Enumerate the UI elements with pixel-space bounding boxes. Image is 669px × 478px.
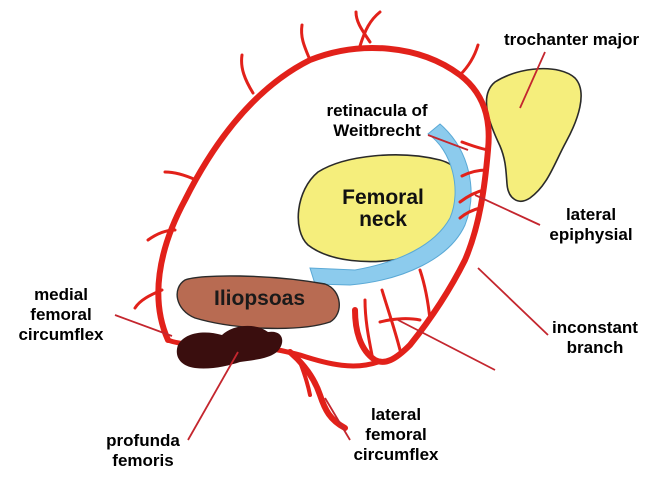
label-medial-line-3: circumflex [5, 325, 117, 345]
label-femoral-neck-line-2: neck [328, 209, 438, 231]
branch-2 [302, 25, 310, 60]
label-lateral-epiphysial: lateral epiphysial [536, 205, 646, 245]
label-lateral-femoral-line-3: circumflex [340, 445, 452, 465]
label-inconstant-branch: inconstant branch [540, 318, 650, 358]
label-iliopsoas: Iliopsoas [214, 288, 305, 310]
label-retinacula: retinacula of Weitbrecht [318, 101, 436, 141]
label-medial-line-2: femoral [5, 305, 117, 325]
label-medial-line-1: medial [5, 285, 117, 305]
leader-lateral-epiphysial [475, 195, 540, 225]
label-profunda-line-2: femoris [88, 451, 198, 471]
label-inconstant-line-2: branch [540, 338, 650, 358]
label-retinacula-line-2: Weitbrecht [318, 121, 436, 141]
label-femoral-neck: Femoral neck [328, 187, 438, 231]
label-lateral-femoral-circumflex: lateral femoral circumflex [340, 405, 452, 465]
branch-1 [242, 55, 253, 93]
branch-8 [460, 45, 478, 75]
label-femoral-neck-line-1: Femoral [328, 187, 438, 209]
profunda-femoris-shape [177, 326, 282, 369]
label-medial-femoral-circumflex: medial femoral circumflex [5, 285, 117, 345]
label-inconstant-line-1: inconstant [540, 318, 650, 338]
trochanter-major-shape [486, 69, 581, 202]
label-lateral-epiphysial-line-1: lateral [536, 205, 646, 225]
label-profunda-line-1: profunda [88, 431, 198, 451]
label-trochanter-major: trochanter major [504, 30, 639, 50]
label-lateral-femoral-line-2: femoral [340, 425, 452, 445]
label-lateral-epiphysial-line-2: epiphysial [536, 225, 646, 245]
label-lateral-femoral-line-1: lateral [340, 405, 452, 425]
leader-inconstant-a [478, 268, 548, 335]
label-profunda-femoris: profunda femoris [88, 431, 198, 471]
branch-9 [420, 270, 430, 320]
label-retinacula-line-1: retinacula of [318, 101, 436, 121]
branch-5 [165, 172, 196, 180]
